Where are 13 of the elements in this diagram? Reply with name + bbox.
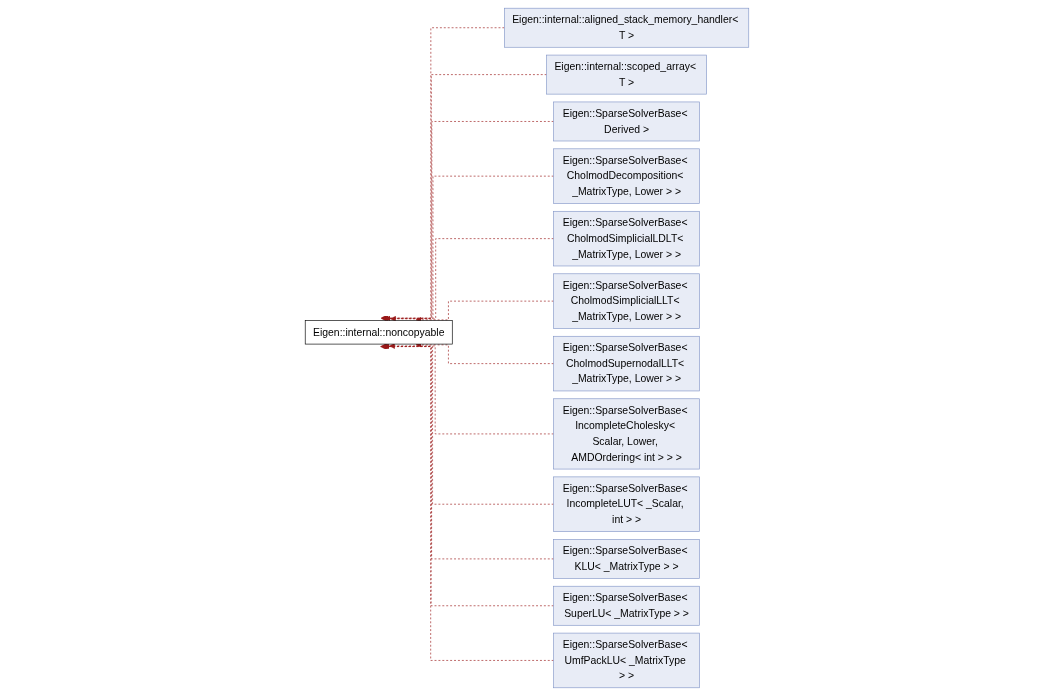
node-box: Eigen::SparseSolverBase< CholmodSimplicialLLT< _MatrixType, Lower > > bbox=[553, 273, 700, 329]
node-box: Eigen::SparseSolverBase< CholmodSimplicialLDLT< _MatrixType, Lower > > bbox=[553, 210, 700, 267]
node-box: Eigen::internal::aligned_stack_memory_handler< T > bbox=[504, 7, 750, 48]
node-box: Eigen::SparseSolverBase< Derived > bbox=[553, 101, 700, 142]
node-box: Eigen::SparseSolverBase< UmfPackLU< _MatrixType > > bbox=[553, 632, 700, 689]
node-box: Eigen::internal::noncopyable bbox=[304, 320, 453, 345]
node-box: Eigen::internal::scoped_array< T > bbox=[546, 54, 707, 95]
node-box: Eigen::SparseSolverBase< IncompleteCholesky< Scalar, Lower, AMDOrdering< int > > > bbox=[553, 398, 700, 470]
node-box: Eigen::SparseSolverBase< SuperLU< _MatrixType > > bbox=[553, 585, 700, 626]
node-box: Eigen::SparseSolverBase< CholmodSupernodalLLT< _MatrixType, Lower > > bbox=[553, 335, 700, 392]
node-box: Eigen::SparseSolverBase< KLU< _MatrixType > > bbox=[553, 539, 700, 579]
node-box: Eigen::SparseSolverBase< IncompleteLUT< _Scalar, int > > bbox=[553, 476, 700, 532]
node-box: Eigen::SparseSolverBase< CholmodDecomposition< _MatrixType, Lower > > bbox=[553, 148, 700, 204]
